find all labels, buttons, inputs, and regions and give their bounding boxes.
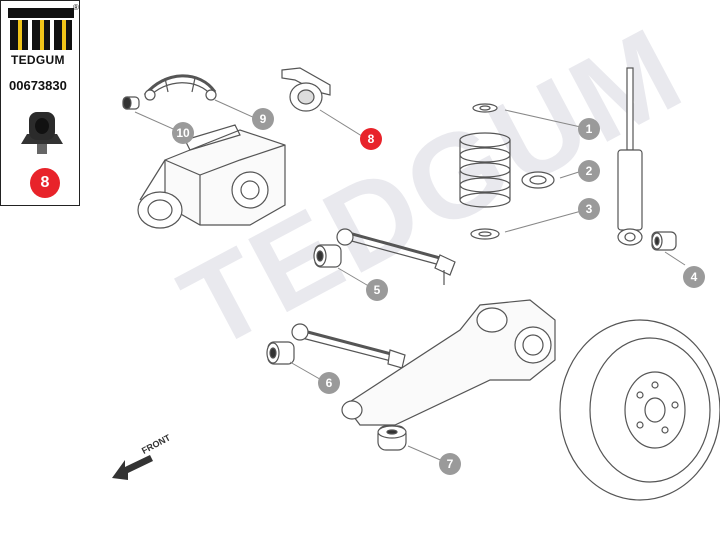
registered-mark: ® (73, 3, 79, 12)
part-number: 00673830 (9, 78, 67, 93)
coil-spring (459, 103, 511, 240)
callout-10[interactable]: 10 (172, 122, 194, 144)
callout-2[interactable]: 2 (578, 160, 600, 182)
brand-logo-icon (8, 8, 74, 50)
callout-4[interactable]: 4 (683, 266, 705, 288)
part-2-bearing (521, 171, 555, 189)
trailing-arm (341, 299, 556, 426)
differential-housing (137, 124, 286, 229)
upper-link (313, 228, 456, 285)
callout-1[interactable]: 1 (578, 118, 600, 140)
callout-3[interactable]: 3 (578, 198, 600, 220)
callout-5[interactable]: 5 (366, 279, 388, 301)
part-thumbnail-icon (21, 112, 63, 154)
callout-8[interactable]: 8 (360, 128, 382, 150)
callout-6[interactable]: 6 (318, 372, 340, 394)
part-8-mount (281, 67, 331, 112)
part-4-bush (651, 231, 677, 251)
callout-7[interactable]: 7 (439, 453, 461, 475)
shock-absorber (617, 67, 643, 246)
part-highlight-badge: 8 (30, 168, 60, 198)
product-info-panel: ® TEDGUM 00673830 8 (0, 0, 80, 206)
brand-name: TEDGUM (11, 53, 65, 67)
lower-link (266, 323, 406, 369)
callout-9[interactable]: 9 (252, 108, 274, 130)
part-9-bracket (143, 74, 217, 101)
part-7-bush (377, 425, 407, 451)
wheel (559, 319, 720, 501)
part-10-bush (122, 96, 140, 110)
front-arrow-icon (112, 455, 153, 480)
